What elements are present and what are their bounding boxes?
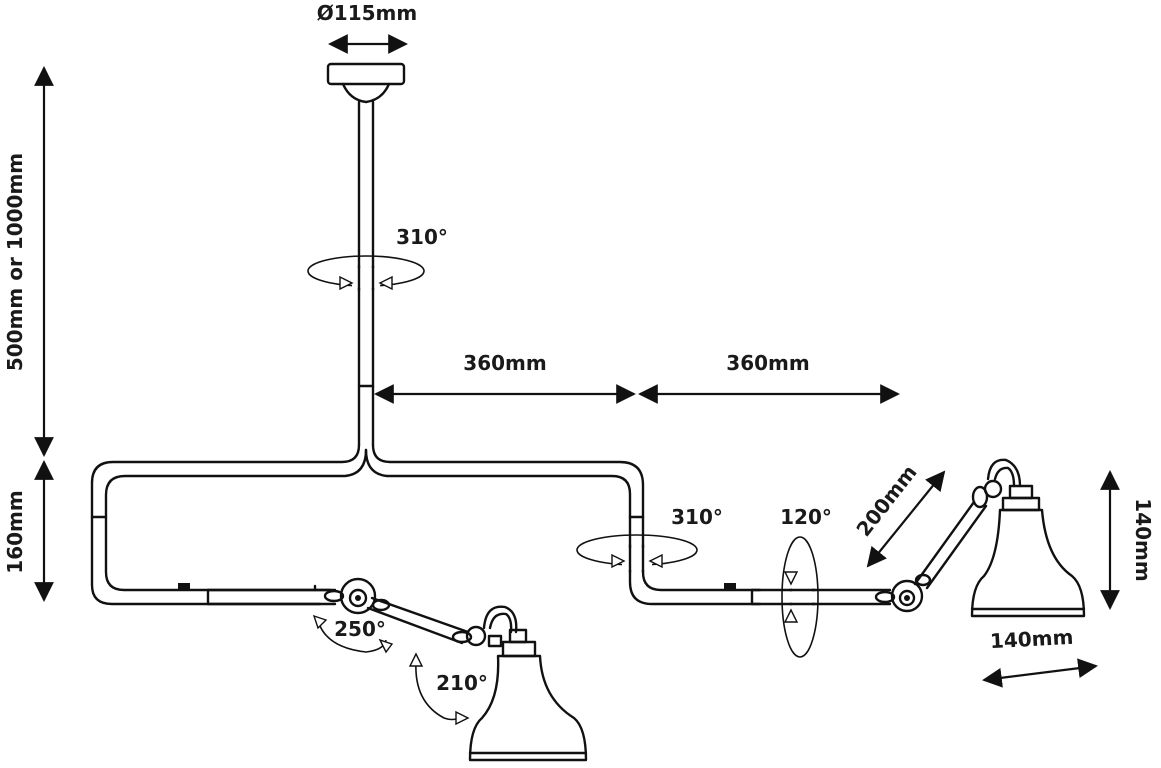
label-rotation-right-arm: 310° <box>671 505 723 529</box>
dimension-arm-reach-right: 360mm <box>638 351 900 404</box>
label-shade-diameter: 140mm <box>989 625 1074 653</box>
dimension-arm-reach-left: 360mm <box>374 351 636 404</box>
label-arm-reach-left: 360mm <box>463 351 546 375</box>
right-arm-tube <box>724 583 892 606</box>
dimension-stem-height: 500mm or 1000mm <box>3 66 54 457</box>
dimension-canopy: Ø115mm <box>317 1 417 54</box>
label-frame-height: 160mm <box>3 490 27 573</box>
ceiling-canopy <box>326 62 406 104</box>
label-rotation-right-elbow: 120° <box>780 505 832 529</box>
dimension-arm-length: 200mm <box>851 460 946 568</box>
rotation-stem: 310° <box>307 225 448 292</box>
dimension-shade-height: 140mm <box>1100 470 1155 610</box>
label-arm-reach-right: 360mm <box>726 351 809 375</box>
label-rotation-left-shade: 210° <box>436 671 488 695</box>
label-arm-length: 200mm <box>851 460 921 541</box>
label-rotation-left-elbow: 250° <box>334 617 386 641</box>
rotation-left-elbow: 250° <box>312 614 394 654</box>
rotation-left-shade: 210° <box>408 652 488 726</box>
dimension-shade-diameter: 140mm <box>982 625 1098 688</box>
label-canopy-diameter: Ø115mm <box>317 1 417 25</box>
left-lamp <box>323 577 588 762</box>
label-rotation-stem: 310° <box>396 225 448 249</box>
label-stem-height: 500mm or 1000mm <box>3 153 27 371</box>
label-shade-height: 140mm <box>1131 498 1155 581</box>
left-arm-tube <box>178 583 337 606</box>
rotation-right-elbow: 120° <box>780 505 832 658</box>
dimension-frame-height: 160mm <box>3 460 54 602</box>
rotation-right-arm: 310° <box>576 505 723 574</box>
frame <box>90 443 762 606</box>
